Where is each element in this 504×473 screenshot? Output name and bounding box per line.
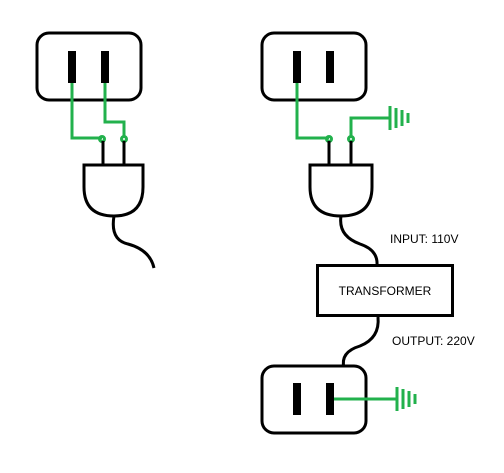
plug-icon: [82, 163, 145, 218]
transformer-label: TRANSFORMER: [338, 283, 432, 298]
wires-left: [70, 83, 128, 143]
outlet-icon: [35, 31, 143, 102]
prong-tip: [120, 135, 128, 143]
outlet-slot: [293, 51, 301, 83]
plug-cord: [111, 215, 156, 269]
transformer-box: TRANSFORMER: [316, 264, 454, 317]
right-assembly: [260, 31, 417, 435]
outlet-right-top: [260, 31, 368, 102]
outlet-slot: [326, 51, 334, 83]
plug-icon: [308, 163, 374, 218]
plug-cord-input: [339, 215, 379, 266]
wire-right-a: [295, 83, 329, 140]
left-assembly: [35, 31, 156, 269]
outlet-right-bottom: [260, 364, 368, 435]
outlet-slot: [101, 51, 109, 83]
ground-symbol-icon: [388, 106, 410, 130]
outlet-left-top: [35, 31, 143, 102]
plug-left: [82, 141, 156, 269]
wire-left-b: [103, 83, 126, 138]
cord-output: [341, 316, 380, 369]
outlet-icon: [260, 31, 368, 102]
outlet-slot: [326, 383, 334, 415]
outlet-slot: [68, 51, 76, 83]
input-voltage-label: INPUT: 110V: [390, 232, 459, 246]
outlet-slot: [293, 383, 301, 415]
wire-left-a: [70, 83, 102, 140]
plug-right: [308, 141, 380, 369]
wire-right-b: [349, 116, 390, 138]
wires-right-top: [295, 83, 390, 143]
output-voltage-label: OUTPUT: 220V: [392, 334, 475, 348]
ground-symbol-icon: [395, 387, 417, 411]
prong-tip: [347, 135, 355, 143]
